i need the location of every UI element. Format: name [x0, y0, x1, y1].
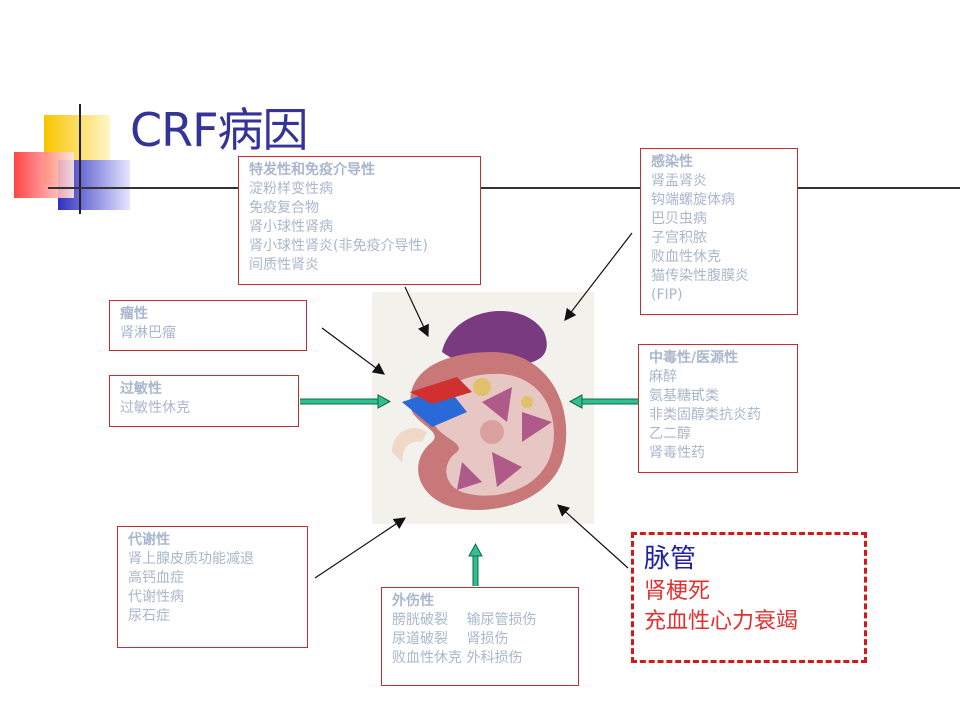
- box-idiopathic-line: 肾小球性肾病: [249, 219, 333, 235]
- box-infection-heading: 感染性: [651, 154, 693, 170]
- box-trauma-line: 败血性休克 外科损伤: [392, 650, 523, 666]
- box-vascular-heading: 脉管: [644, 544, 697, 574]
- arrow-vascular: [557, 504, 629, 569]
- kidney-cross-section-icon: [372, 292, 594, 524]
- box-infection-line: 子宫积脓: [651, 230, 707, 246]
- box-toxic-line: 氨基糖甙类: [649, 388, 719, 404]
- box-idiopathic-line: 间质性肾炎: [249, 257, 319, 273]
- box-infection-line: 败血性休克: [651, 249, 721, 265]
- box-vascular: 脉管 肾梗死 充血性心力衰竭: [631, 532, 867, 663]
- arrow-toxic: [568, 394, 640, 409]
- box-neoplastic-heading: 瘤性: [120, 306, 148, 322]
- box-toxic-line: 肾毒性药: [649, 445, 705, 461]
- arrow-infection: [564, 232, 633, 321]
- box-allergic-line: 过敏性休克: [120, 400, 190, 416]
- box-idiopathic-line: 免疫复合物: [249, 200, 319, 216]
- box-metabolic-line: 肾上腺皮质功能减退: [128, 551, 254, 567]
- box-trauma-line: 尿道破裂 肾损伤: [392, 631, 509, 647]
- title-ornament: [0, 0, 960, 230]
- box-idiopathic: 特发性和免疫介导性 淀粉样变性病 免疫复合物 肾小球性肾病 肾小球性肾炎(非免疫…: [238, 156, 481, 285]
- box-trauma-line: 膀胱破裂 输尿管损伤: [392, 612, 537, 628]
- box-neoplastic: 瘤性 肾淋巴瘤: [109, 300, 307, 351]
- box-toxic-line: 乙二醇: [649, 426, 691, 442]
- box-metabolic-line: 代谢性病: [128, 589, 184, 605]
- box-vascular-line: 充血性心力衰竭: [644, 609, 799, 634]
- box-toxic-line: 麻醉: [649, 369, 677, 385]
- arrow-metabolic: [314, 517, 406, 579]
- box-idiopathic-heading: 特发性和免疫介导性: [249, 162, 375, 178]
- box-trauma-heading: 外伤性: [392, 593, 434, 609]
- ornament-svg: [14, 104, 960, 214]
- slide-title: CRF病因: [130, 103, 309, 157]
- box-vascular-line: 肾梗死: [644, 579, 711, 604]
- box-metabolic-line: 尿石症: [128, 608, 170, 624]
- box-toxic: 中毒性/医源性 麻醉 氨基糖甙类 非类固醇类抗炎药 乙二醇 肾毒性药: [638, 344, 798, 473]
- box-metabolic-line: 高钙血症: [128, 570, 184, 586]
- arrow-idiopathic: [404, 286, 429, 338]
- box-idiopathic-line: 淀粉样变性病: [249, 181, 333, 197]
- box-metabolic: 代谢性 肾上腺皮质功能减退 高钙血症 代谢性病 尿石症: [117, 526, 308, 648]
- box-toxic-heading: 中毒性/医源性: [649, 350, 739, 366]
- box-neoplastic-line: 肾淋巴瘤: [120, 325, 176, 341]
- box-infection-line: (FIP): [651, 287, 683, 303]
- arrow-trauma: [468, 542, 483, 586]
- box-metabolic-heading: 代谢性: [128, 532, 170, 548]
- arrow-allergic: [300, 394, 392, 409]
- box-idiopathic-line: 肾小球性肾炎(非免疫介导性): [249, 238, 428, 254]
- arrow-neoplastic: [321, 327, 385, 375]
- box-infection: 感染性 肾盂肾炎 钩端螺旋体病 巴贝虫病 子宫积脓 败血性休克 猫传染性腹膜炎 …: [640, 148, 798, 315]
- box-infection-line: 肾盂肾炎: [651, 173, 707, 189]
- box-infection-line: 猫传染性腹膜炎: [651, 268, 749, 284]
- box-trauma: 外伤性 膀胱破裂 输尿管损伤 尿道破裂 肾损伤 败血性休克 外科损伤: [381, 587, 579, 686]
- box-infection-line: 钩端螺旋体病: [651, 192, 735, 208]
- box-allergic-heading: 过敏性: [120, 381, 162, 397]
- box-allergic: 过敏性 过敏性休克: [109, 375, 299, 427]
- box-toxic-line: 非类固醇类抗炎药: [649, 407, 761, 423]
- kidney-illustration: [372, 292, 594, 524]
- box-infection-line: 巴贝虫病: [651, 211, 707, 227]
- ornament-red-square: [14, 152, 74, 198]
